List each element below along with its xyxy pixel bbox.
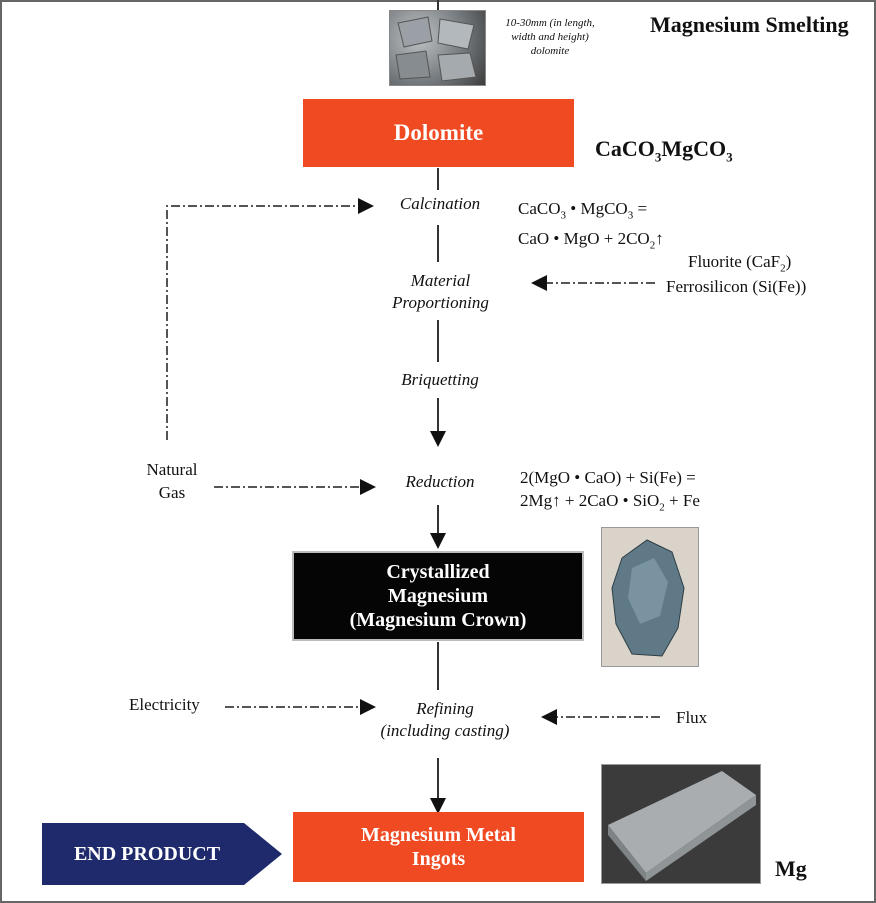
electricity-label: Electricity bbox=[129, 695, 200, 714]
step-material-proportioning: Material Proportioning bbox=[392, 271, 489, 312]
fluorite-label: Fluorite (CaF2) bbox=[688, 252, 792, 275]
diagram-title: Magnesium Smelting bbox=[650, 12, 849, 37]
crystallized-magnesium-box: Crystallized Magnesium (Magnesium Crown) bbox=[292, 551, 584, 641]
dolomite-box: Dolomite bbox=[303, 99, 574, 167]
ferrosilicon-label: Ferrosilicon (Si(Fe)) bbox=[666, 277, 807, 296]
dolomite-caption: 10-30mm (in length, width and height) do… bbox=[488, 16, 612, 58]
calcination-equation-line-2: CaO • MgO + 2CO2↑ bbox=[518, 229, 664, 252]
ingot-photo bbox=[601, 764, 761, 884]
calcination-equation: CaCO3 • MgCO3 = CaO • MgO + 2CO2↑ bbox=[518, 197, 664, 258]
dolomite-rocks-image bbox=[395, 16, 477, 82]
magnesium-ingots-box: Magnesium Metal Ingots bbox=[293, 812, 584, 882]
natural-gas-label: Natural Gas bbox=[146, 460, 198, 502]
dolomite-caption-line-3: dolomite bbox=[530, 45, 570, 57]
magnesium-crown-image bbox=[611, 539, 685, 657]
step-refining: Refining (including casting) bbox=[380, 699, 510, 740]
step-reduction: Reduction bbox=[405, 472, 475, 491]
dolomite-formula: CaCO3MgCO3 bbox=[595, 136, 733, 165]
flux-label: Flux bbox=[676, 708, 708, 727]
magnesium-crown-photo bbox=[601, 527, 699, 667]
dolomite-caption-line-2: width and height) bbox=[511, 31, 589, 43]
end-product-label: END PRODUCT bbox=[73, 842, 221, 865]
mg-symbol: Mg bbox=[775, 856, 807, 881]
recycle-loop-arrow bbox=[166, 198, 374, 440]
end-product-arrow-shape bbox=[42, 823, 282, 885]
ingot-image bbox=[608, 771, 756, 881]
step-calcination: Calcination bbox=[399, 194, 481, 213]
dolomite-caption-line-1: 10-30mm (in length, bbox=[505, 17, 595, 29]
reduction-equation: 2(MgO • CaO) + Si(Fe) = 2Mg↑ + 2CaO • Si… bbox=[520, 466, 700, 519]
step-briquetting: Briquetting bbox=[401, 370, 479, 389]
reduction-equation-line-2: 2Mg↑ + 2CaO • SiO2 + Fe bbox=[520, 491, 700, 514]
calcination-equation-line-1: CaCO3 • MgCO3 = bbox=[518, 199, 648, 222]
reduction-equation-line-1: 2(MgO • CaO) + Si(Fe) = bbox=[520, 468, 696, 487]
dolomite-photo bbox=[389, 10, 486, 86]
end-product-arrow: END PRODUCT bbox=[42, 823, 282, 885]
